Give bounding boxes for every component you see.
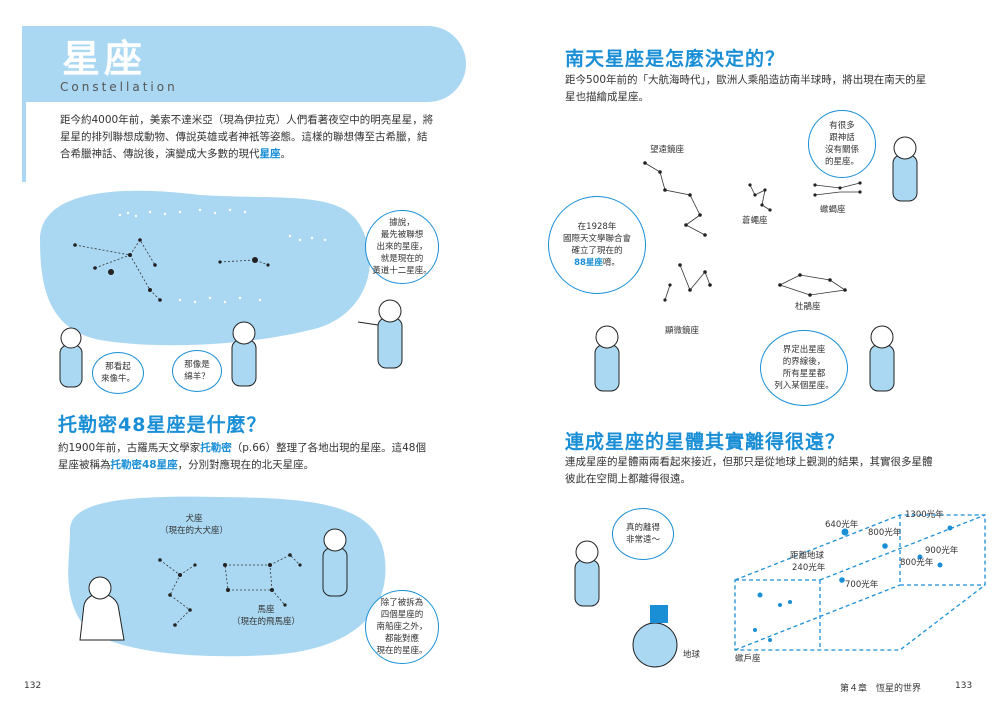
distance-label-1300: 1300光年	[905, 510, 944, 520]
earth-label: 地球	[683, 650, 701, 660]
distance-label-800b: 800光年	[900, 558, 934, 568]
distance-from-earth-label: 距離地球	[790, 551, 825, 561]
chapter-footer: 第４章 恆星的世界	[840, 684, 922, 694]
title-banner	[22, 26, 466, 102]
section-ptolemy-paragraph: 約1900年前，古羅馬天文學家托勒密（p.66）整理了各地出現的星座。這48個 …	[58, 442, 426, 471]
pegasus-label: 馬座（現在的飛馬座）	[232, 605, 301, 627]
boundary-speech-bubble: 界定出星座的界線後， 所有星星都列入某個星座。	[760, 330, 848, 406]
intro-paragraph: 距今約4000年前，美索不達米亞（現為伊拉克）人們看著夜空中的明亮星星，將 星星…	[60, 114, 434, 160]
goat-speech-bubble: 那像是綿羊？	[172, 350, 222, 392]
musca-label: 蒼蠅座	[742, 216, 768, 226]
iau-speech-bubble: 在1928年國際天文學聯合會 確立了現在的 88星座唷。	[548, 196, 646, 294]
telescopium-label: 望遠鏡座	[650, 145, 685, 155]
myth-speech-bubble: 有很多跟神話 沒有關係的星座。	[808, 110, 876, 178]
microscopium-label: 顯微鏡座	[665, 326, 700, 336]
page-number-right: 133	[955, 681, 973, 691]
zodiac-speech-bubble: 據說，最先被聯想 出來的星座，就是現在的 黃道十二星座。	[365, 210, 439, 284]
page-title: 星座	[62, 37, 147, 81]
argo-speech-bubble: 除了被拆為四個星座的 南船座之外，都能對應 現在的星座。	[365, 590, 439, 664]
orion-label: 蠍戶座	[735, 654, 761, 664]
page-number-left: 132	[24, 681, 42, 691]
page-subtitle: Constellation	[60, 80, 178, 94]
title-side-bar	[22, 26, 26, 182]
cow-speech-bubble: 那看起來像牛。	[92, 352, 144, 394]
distance-label-240: 240光年	[792, 563, 826, 573]
distance-label-900: 900光年	[925, 546, 959, 556]
distance-label-700: 700光年	[845, 580, 879, 590]
scorpius-label: 蠍蝎座	[820, 205, 846, 215]
canis-major-label: 犬座（現在的大犬座）	[160, 514, 229, 536]
section-southern-paragraph: 距今500年前的「大航海時代」，歐洲人乘船造訪南半球時，將出現在南天的星 星也描…	[565, 74, 927, 103]
distance-label-640: 640光年	[825, 520, 859, 530]
section-southern-title: 南天星座是怎麼決定的？	[565, 48, 786, 70]
far-speech-bubble: 真的離得非常遠～	[612, 508, 674, 560]
section-distance-title: 連成星座的星體其實離得很遠？	[565, 431, 846, 453]
tucana-label: 杜鵑座	[795, 302, 821, 312]
distance-label-800a: 800光年	[868, 528, 902, 538]
section-ptolemy-title: 托勒密48星座是什麼？	[58, 414, 267, 436]
section-distance-paragraph: 連成星座的星體兩兩看起來接近，但那只是從地球上觀測的結果，其實很多星體 彼此在空…	[565, 456, 933, 485]
